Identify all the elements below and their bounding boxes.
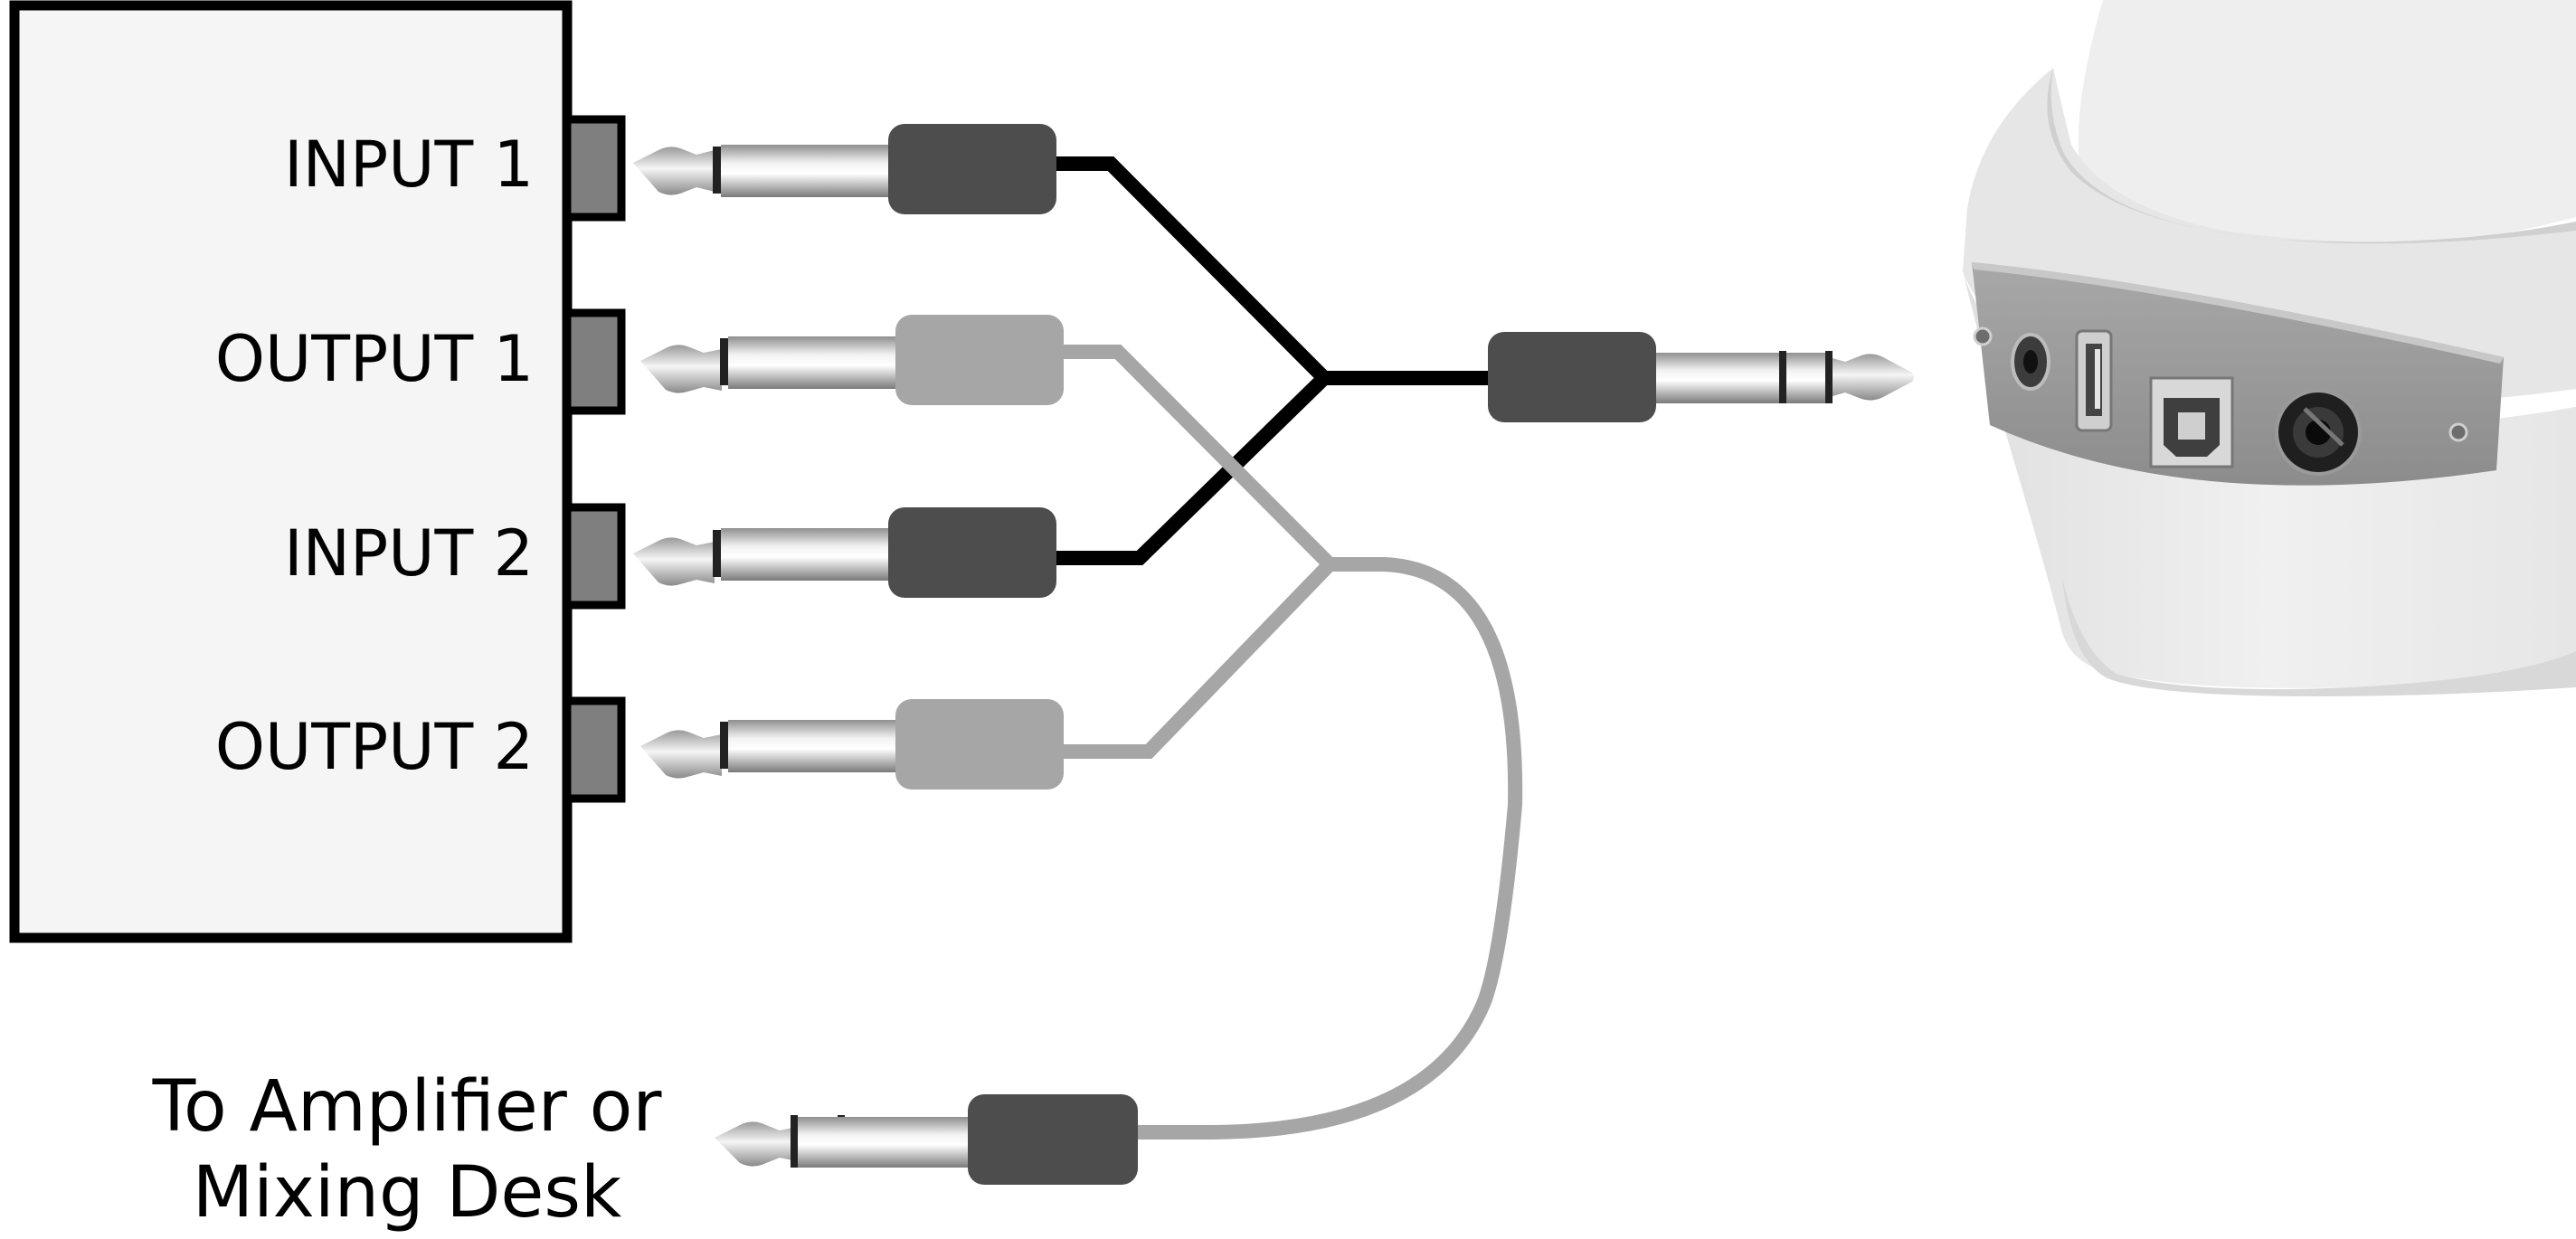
destination-label-line-2: Mixing Desk <box>193 1152 621 1234</box>
mono-jack-plug-icon <box>633 507 1056 598</box>
effects-unit-body <box>9 0 573 943</box>
stereo-jack-plug-icon <box>1488 332 1914 422</box>
output-cable <box>1063 345 1523 1140</box>
dc-power-port-icon <box>2011 333 2050 391</box>
screw-icon <box>1973 326 1993 346</box>
socket-input-2 <box>563 503 626 610</box>
speaker-unit-image <box>1963 0 2576 696</box>
insert-cable <box>1054 156 1501 565</box>
destination-label-line-1: To Amplifier or <box>152 1066 663 1148</box>
socket-input-1 <box>563 115 626 222</box>
port-label-output-1: OUTPUT 1 <box>215 322 534 396</box>
port-label-input-2: INPUT 2 <box>284 516 534 591</box>
usb-port-icon <box>2075 329 2113 432</box>
port-label-output-2: OUTPUT 2 <box>215 710 534 784</box>
effects-unit: INPUT 1 OUTPUT 1 INPUT 2 OUTPUT 2 <box>9 0 626 943</box>
usb-b-port-icon <box>2149 376 2234 468</box>
port-label-input-1: INPUT 1 <box>284 128 534 202</box>
screw-icon <box>2448 422 2468 442</box>
socket-output-1 <box>563 308 626 415</box>
mono-jack-plug-icon <box>640 699 1064 790</box>
headphone-jack-icon <box>2275 389 2362 476</box>
mono-jack-plug-icon <box>633 124 1056 214</box>
stereo-jack-plug-icon <box>715 1094 1138 1185</box>
socket-output-2 <box>563 696 626 803</box>
mono-jack-plug-icon <box>640 315 1064 405</box>
